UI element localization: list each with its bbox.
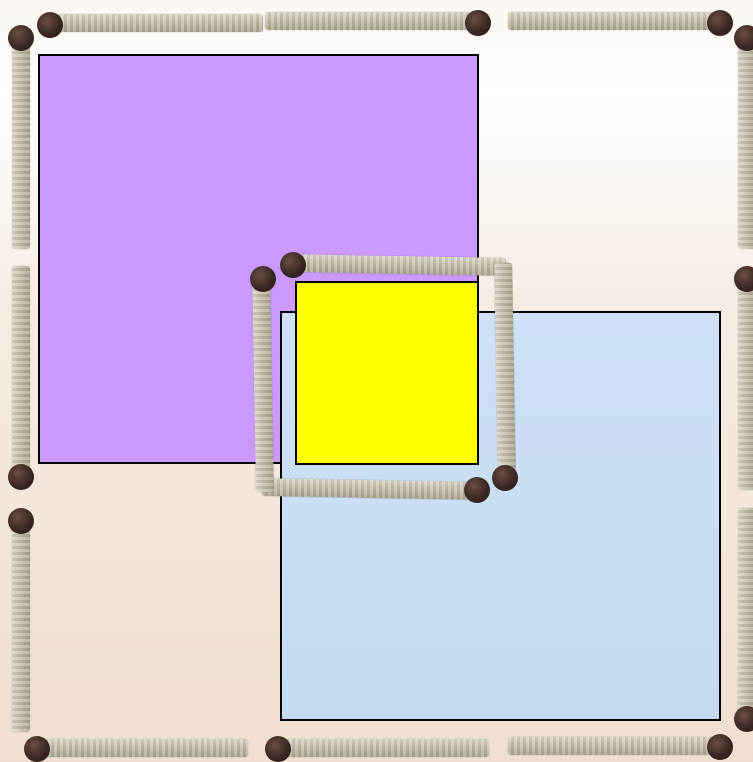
matchstick-right-top[interactable] xyxy=(734,25,753,249)
matchstick-left-bottom[interactable] xyxy=(8,508,34,732)
matchstick-right-middle[interactable] xyxy=(734,266,753,490)
matchstick-top-middle[interactable] xyxy=(265,10,491,34)
matchstick-bottom-left[interactable] xyxy=(24,736,248,760)
matchstick-left-top[interactable] xyxy=(8,25,34,249)
matchstick-inner-top[interactable] xyxy=(280,252,506,278)
matchstick-bottom-right[interactable] xyxy=(508,734,733,758)
matchstick-left-middle[interactable] xyxy=(8,266,34,490)
matchstick-top-right[interactable] xyxy=(508,10,733,34)
yellow-square xyxy=(295,281,479,465)
matchstick-inner-bottom[interactable] xyxy=(262,477,490,503)
matchstick-right-bottom[interactable] xyxy=(734,508,753,732)
matchstick-bottom-middle[interactable] xyxy=(265,736,489,760)
matchstick-inner-left[interactable] xyxy=(250,266,276,492)
matchstick-top-left[interactable] xyxy=(37,12,263,36)
matchstick-inner-right[interactable] xyxy=(492,263,518,491)
